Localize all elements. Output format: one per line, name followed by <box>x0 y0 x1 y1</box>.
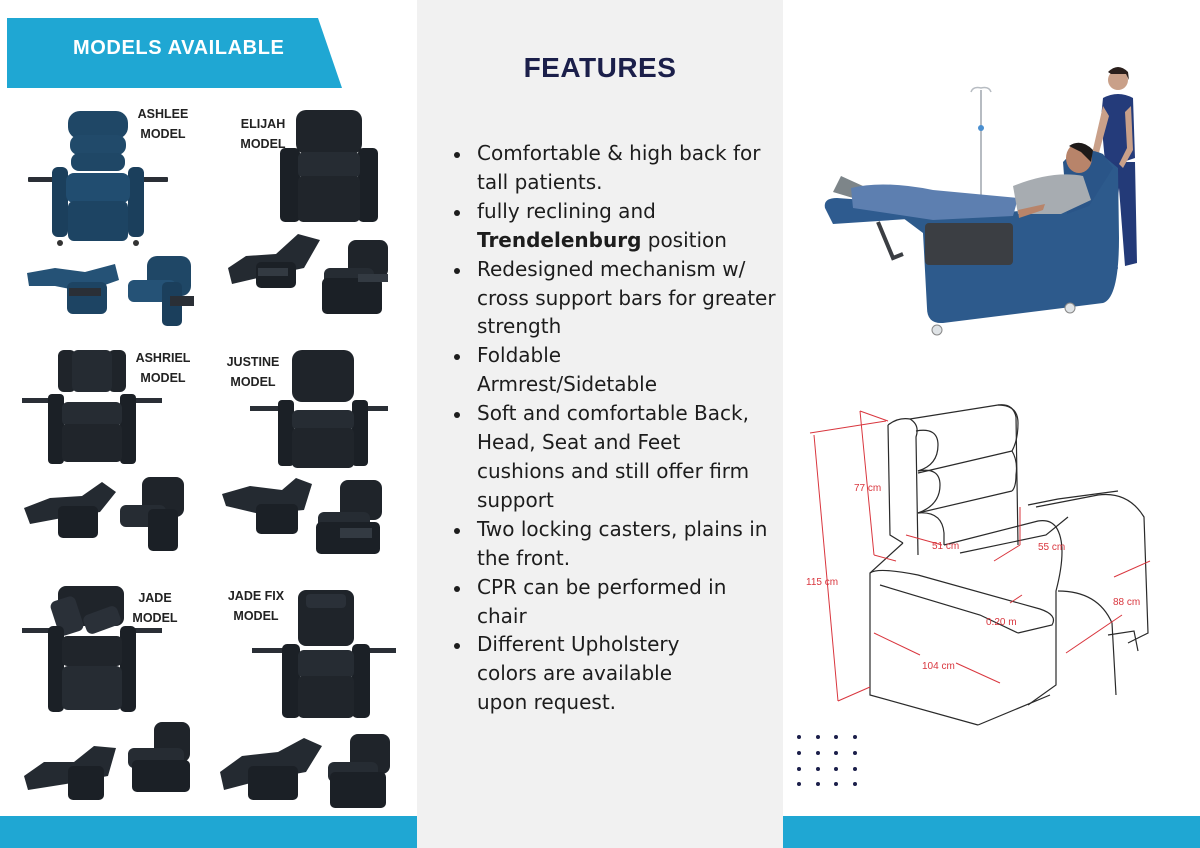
model-label-justine: JUSTINE MODEL <box>226 355 280 389</box>
ashriel-chair-reclined-image <box>24 482 116 538</box>
elijah-chair-front-image <box>280 110 378 222</box>
ashlee-chair-angled-image <box>128 256 194 326</box>
bullet-icon <box>454 585 460 592</box>
feature-item: fully reclining and Trendelenburg positi… <box>451 197 781 255</box>
elijah-chair-reclined-image <box>228 234 320 288</box>
justine-chair-reclined-image <box>222 478 312 534</box>
models-panel: MODELS AVAILABLE ASHLEE MODEL <box>0 0 417 848</box>
model-card-elijah: ELIJAH MODEL <box>222 100 412 330</box>
model-card-ashriel: ASHRIEL MODEL <box>20 340 210 560</box>
features-title: FEATURES <box>523 52 677 83</box>
jade-fix-chair-angled-image <box>328 734 390 808</box>
dim-seat-width: 55 cm <box>1038 542 1065 553</box>
patient-recline-photo <box>824 67 1137 336</box>
dim-back-height: 77 cm <box>854 483 881 494</box>
features-list: Comfortable & high back for tall patient… <box>451 139 781 717</box>
model-card-jade: JADE MODEL <box>20 580 210 815</box>
model-card-justine: JUSTINE MODEL <box>218 340 412 560</box>
product-panel: 115 cm 77 cm 51 cm 55 cm 88 cm 0.20 m 10… <box>783 0 1200 848</box>
dim-seat-depth: 51 cm <box>932 541 959 552</box>
diagram-outline <box>869 404 1149 726</box>
chair-dimension-diagram: 115 cm 77 cm 51 cm 55 cm 88 cm 0.20 m 10… <box>806 404 1151 726</box>
justine-chair-front-image <box>250 350 388 468</box>
jade-chair-reclined-image <box>24 746 116 800</box>
bullet-icon <box>454 267 460 274</box>
left-footer-bar <box>0 816 417 848</box>
model-label-jade: JADE MODEL <box>132 591 178 625</box>
justine-chair-angled-image <box>316 480 382 554</box>
jade-chair-front-image <box>22 586 162 712</box>
feature-item: Two locking casters, plains in the front… <box>451 515 781 573</box>
jade-chair-angled-image <box>128 722 190 792</box>
right-footer-bar <box>783 816 1200 848</box>
jade-fix-chair-front-image <box>252 590 396 718</box>
bullet-icon <box>454 209 460 216</box>
bullet-icon <box>454 354 460 361</box>
dim-total-width: 104 cm <box>922 661 955 672</box>
models-banner-title: MODELS AVAILABLE <box>73 37 285 59</box>
feature-emphasis: Trendelenburg <box>477 227 642 252</box>
ashriel-chair-front-image <box>22 350 162 464</box>
bullet-icon <box>454 527 460 534</box>
model-label-ashlee: ASHLEE MODEL <box>137 107 189 141</box>
dim-total-height: 115 cm <box>806 577 838 588</box>
bullet-icon <box>454 152 460 158</box>
model-label-ashriel: ASHRIEL MODEL <box>135 351 191 385</box>
bullet-icon <box>454 412 460 419</box>
elijah-chair-angled-image <box>322 240 388 314</box>
model-label-elijah: ELIJAH MODEL <box>240 117 286 151</box>
jade-fix-chair-reclined-image <box>220 738 322 800</box>
feature-item: Foldable Armrest/Sidetable <box>451 341 781 399</box>
ashlee-chair-front-image <box>28 111 168 246</box>
ashlee-chair-reclined-image <box>27 264 119 314</box>
feature-item: CPR can be performed in chair <box>451 573 781 631</box>
model-card-jade-fix: JADE FIX MODEL <box>218 580 412 815</box>
patient-figure <box>833 142 1093 220</box>
models-banner <box>7 18 342 88</box>
dimension-lines <box>809 410 1151 702</box>
ashriel-chair-angled-image <box>120 477 184 551</box>
model-label-jade-fix: JADE FIX MODEL <box>227 589 285 623</box>
bullet-icon <box>454 643 460 650</box>
feature-item: Redesigned mechanism w/ cross support ba… <box>451 255 781 342</box>
feature-item: Different Upholstery colors are availabl… <box>451 630 781 717</box>
decorative-dot-grid <box>797 735 867 790</box>
dim-side-table: 0.20 m <box>986 617 1017 628</box>
dim-total-depth: 88 cm <box>1113 597 1140 608</box>
feature-item: Comfortable & high back for tall patient… <box>451 139 781 197</box>
features-panel: FEATURES Comfortable & high back for tal… <box>417 0 783 848</box>
model-card-ashlee: ASHLEE MODEL <box>20 100 210 330</box>
feature-item: Soft and comfortable Back, Head, Seat an… <box>451 399 781 515</box>
